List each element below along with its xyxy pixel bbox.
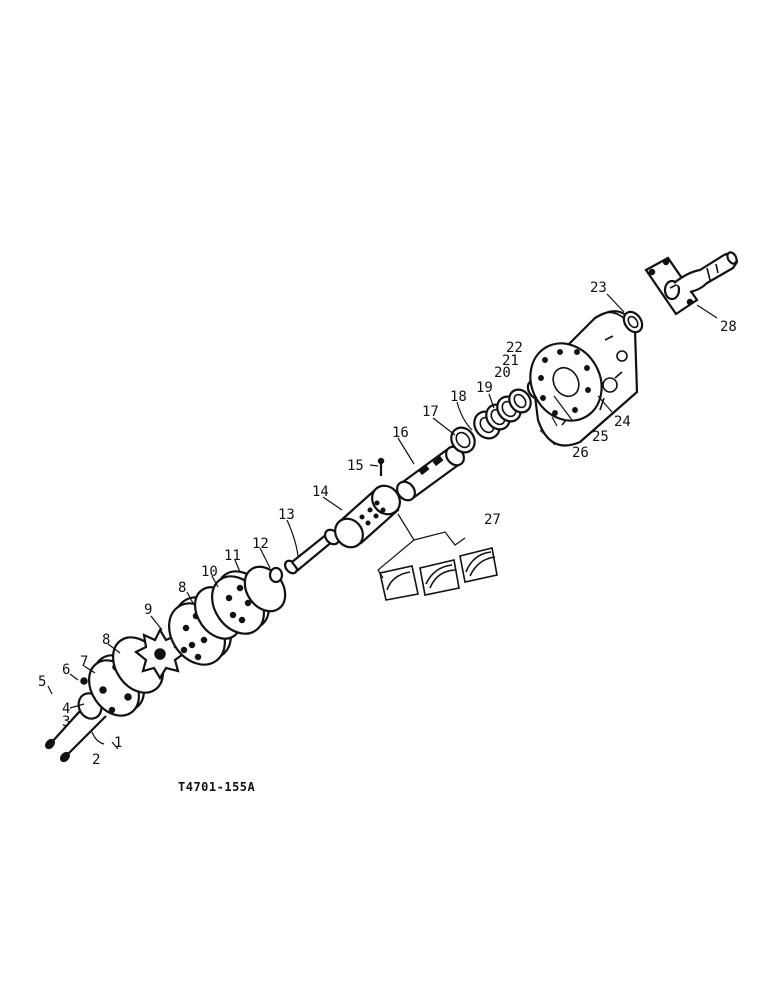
callout-19: 19 <box>476 380 493 396</box>
callout-5: 5 <box>38 674 46 690</box>
callout-7: 7 <box>80 654 88 670</box>
callout-1: 1 <box>114 735 122 751</box>
callout-26: 26 <box>572 445 589 461</box>
part-16-spool <box>396 445 465 502</box>
part-28-input-flange <box>644 251 739 316</box>
callout-16: 16 <box>392 425 409 441</box>
callout-15: 15 <box>347 458 364 474</box>
callout-11: 11 <box>224 548 241 564</box>
part-15-pin <box>377 457 385 476</box>
drawing-code: T4701-155A <box>178 780 256 794</box>
callout-24: 24 <box>614 414 631 430</box>
callout-10: 10 <box>201 564 218 580</box>
callout-21: 21 <box>502 353 519 369</box>
callout-28: 28 <box>720 319 737 335</box>
callout-8-left: 8 <box>102 632 110 648</box>
callout-13: 13 <box>278 507 295 523</box>
part-27-seal-kit <box>377 513 498 601</box>
callout-2: 2 <box>92 752 100 768</box>
callout-18: 18 <box>450 389 467 405</box>
callout-3: 3 <box>62 714 70 730</box>
callout-22: 22 <box>506 340 523 356</box>
part-17-ring <box>450 426 476 454</box>
callout-17: 17 <box>422 404 439 420</box>
callout-9: 9 <box>144 602 152 618</box>
callout-23: 23 <box>590 280 607 296</box>
part-25-housing-mark <box>561 419 567 426</box>
callout-numbers: 1 2 3 4 5 6 7 8 9 8 10 11 12 13 14 15 16… <box>38 280 737 768</box>
callout-8-right: 8 <box>178 580 186 596</box>
part-23-seal <box>622 310 644 334</box>
part-24-housing <box>529 310 639 447</box>
callout-14: 14 <box>312 484 329 500</box>
part-13-drive-link <box>283 528 340 575</box>
callout-4: 4 <box>62 701 70 717</box>
callout-12: 12 <box>252 536 269 552</box>
part-12-ring <box>268 566 284 584</box>
leader-lines <box>47 293 718 750</box>
part-6-washer <box>80 677 88 685</box>
callout-25: 25 <box>592 429 609 445</box>
part-14-sleeve <box>334 484 401 549</box>
callout-27: 27 <box>484 512 501 528</box>
part-2-bolt <box>60 715 107 763</box>
part-21-ring <box>508 388 532 414</box>
callout-6: 6 <box>62 662 70 678</box>
callout-20: 20 <box>494 365 511 381</box>
